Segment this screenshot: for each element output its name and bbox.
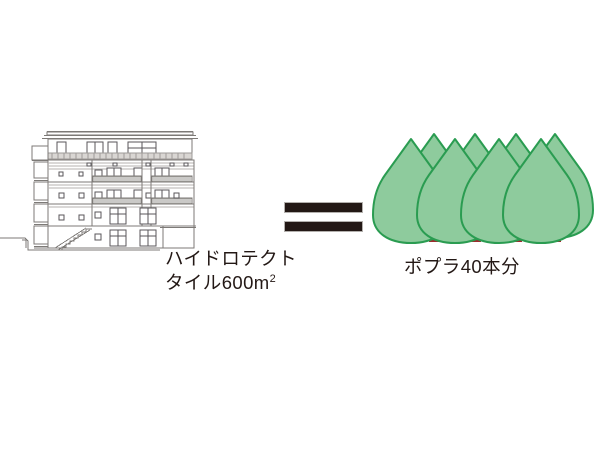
trees-label: ポプラ40本分 xyxy=(404,256,520,277)
equals-icon-bar-bottom xyxy=(284,221,363,232)
building-label: ハイドロテクト タイル600m2 xyxy=(165,247,297,296)
building-label-unit: m xyxy=(253,272,270,294)
equals-icon-bar-top xyxy=(284,202,363,213)
building-label-quantity: タイル600 xyxy=(165,272,254,294)
building-label-unit-exponent: 2 xyxy=(269,273,276,286)
building-label-line1: ハイドロテクト xyxy=(165,248,297,269)
building-icon xyxy=(0,131,198,251)
building-label-line2: タイル600m2 xyxy=(165,271,297,295)
tree-cluster-icon xyxy=(372,133,594,244)
